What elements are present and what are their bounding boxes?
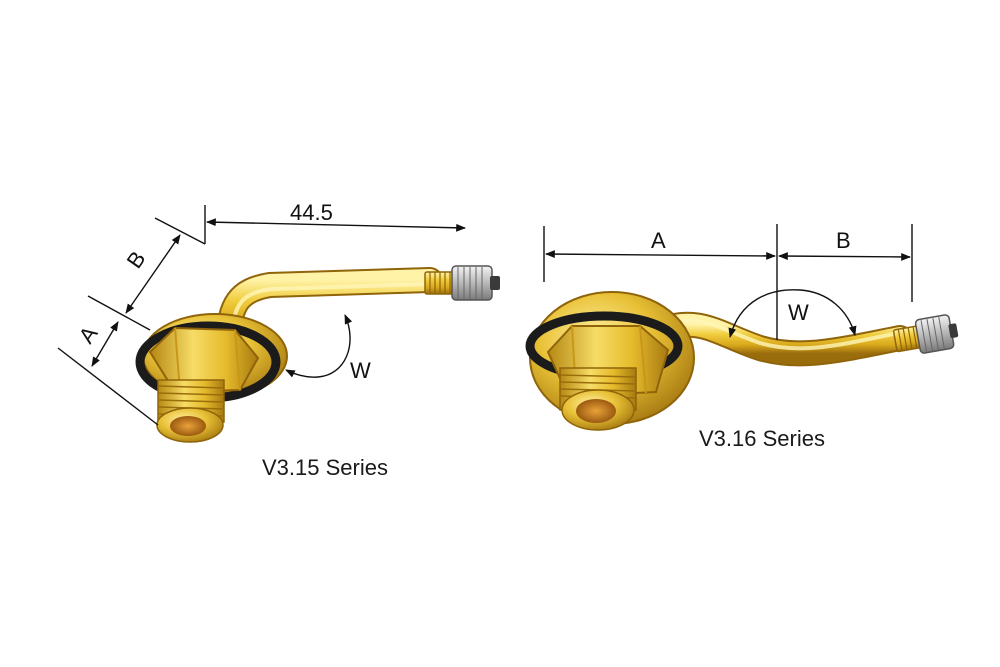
v315-b-extension-bottom [87,295,151,331]
v315-length-label: 44.5 [290,200,333,225]
valve-v315-illustration [135,265,500,443]
v315-w-angle-arc [285,314,353,378]
v315-b-label: B [122,246,151,272]
v315-length-dimension-line [206,218,466,232]
v316-b-label: B [836,228,851,253]
v316-b-dimension-line [778,252,911,261]
v316-w-label: W [788,300,809,325]
valve-v315-dimensions [57,205,466,426]
v316-caption: V3.16 Series [699,426,825,451]
v315-w-label: W [350,358,371,383]
v315-b-dimension-line [125,234,181,314]
v315-a-dimension-line [91,321,119,367]
v315-caption: V3.15 Series [262,455,388,480]
v316-a-label: A [651,228,666,253]
valve-v316-illustration [525,291,959,431]
v316-a-dimension-line [545,250,776,260]
v315-a-label: A [74,321,103,348]
v315-a-extension [57,347,159,426]
valve-v316-dimensions [543,224,913,340]
v315-b-extension-top [154,217,206,245]
v316-w-angle-arc [728,289,857,338]
